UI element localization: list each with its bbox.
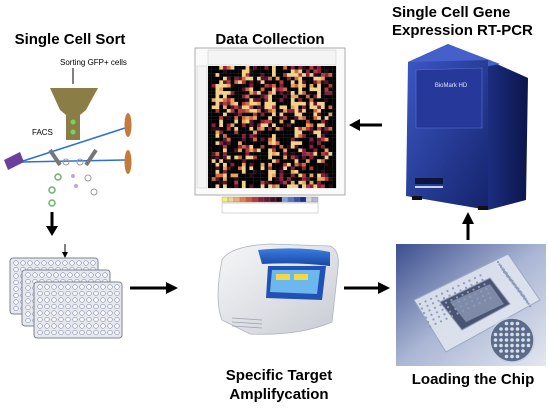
arrow-head bbox=[378, 282, 390, 294]
laser-beam bbox=[19, 127, 126, 163]
facs-nozzle bbox=[50, 88, 98, 140]
amplification-label-line2: Amplifycation bbox=[229, 386, 329, 403]
rt-pcr-label-line1: Single Cell Gene bbox=[392, 4, 511, 21]
arrow-head bbox=[166, 282, 178, 294]
droplet bbox=[71, 174, 75, 178]
loading-chip-label: Loading the Chip bbox=[411, 371, 535, 388]
detector bbox=[124, 150, 132, 174]
data-collection-label: Data Collection bbox=[215, 31, 325, 48]
droplet bbox=[74, 184, 78, 188]
green-cell bbox=[70, 119, 76, 125]
droplet bbox=[54, 173, 62, 181]
droplet bbox=[90, 188, 98, 196]
deflection-plate bbox=[84, 148, 98, 167]
droplet bbox=[48, 186, 56, 194]
deflection-plate bbox=[48, 148, 62, 167]
laser-beam bbox=[19, 159, 126, 163]
arrow-head bbox=[349, 119, 360, 131]
green-cell bbox=[70, 129, 76, 135]
droplet bbox=[84, 174, 92, 182]
facs-label: FACS bbox=[32, 128, 53, 137]
rt-pcr-label-line2: Expression RT-PCR bbox=[392, 22, 533, 39]
droplet bbox=[76, 158, 84, 166]
well-plate bbox=[33, 281, 123, 339]
arrow-head bbox=[462, 212, 474, 224]
single-cell-sort-title: Single Cell Sort bbox=[14, 31, 126, 48]
amplification-label-line1: Specific Target bbox=[225, 367, 333, 384]
droplet bbox=[48, 199, 56, 207]
detector bbox=[124, 113, 132, 137]
arrow-head bbox=[46, 226, 58, 236]
laser-source bbox=[4, 152, 24, 170]
droplet bbox=[62, 158, 70, 166]
sorting-label: Sorting GFP+ cells bbox=[60, 58, 127, 67]
instrument-brand: BioMark HD bbox=[434, 83, 468, 89]
